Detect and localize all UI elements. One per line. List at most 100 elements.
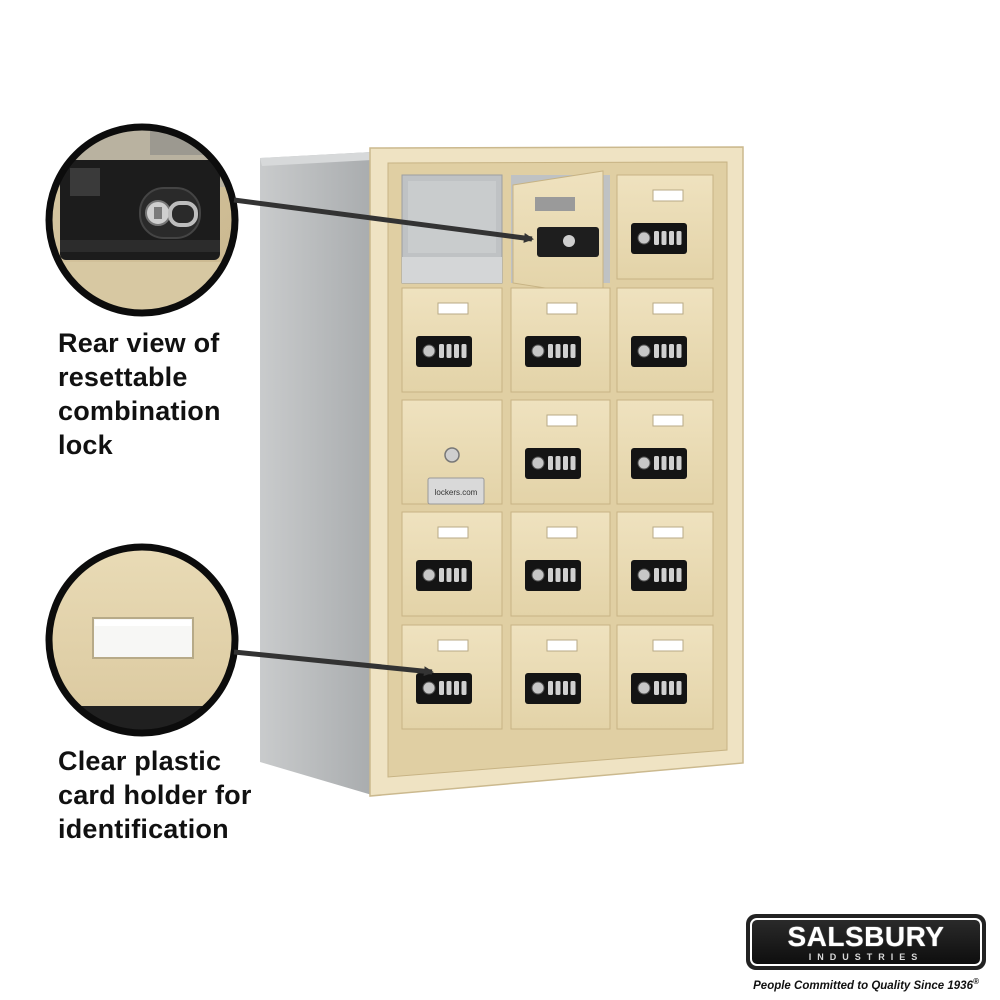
card-holder [546,639,578,652]
combination-dial [661,456,667,470]
combination-dial [570,681,576,695]
combination-dial [661,681,667,695]
lock-key-cylinder [637,568,651,582]
combination-dial [446,344,452,358]
lock-key-cylinder [422,681,436,695]
lock-key-cylinder [637,456,651,470]
card-callout-line-2: card holder for [58,780,252,810]
compartment-back-wall [408,181,496,253]
registered-mark: ® [972,977,979,986]
combination-dial [570,456,576,470]
combination-dial [563,681,568,695]
compartment-row4-col3 [616,511,714,617]
lock-detail-circle [45,123,239,317]
lock-key-cylinder [637,681,651,695]
lock-key-cylinder [531,681,545,695]
card-arrow [233,649,434,677]
nameplate [427,477,485,505]
brand-name: SALSBURY [787,920,945,952]
lock-key-cylinder [637,344,651,358]
combination-dial [661,344,667,358]
brand-sub: INDUSTRIES [808,951,924,962]
combination-dial [669,231,674,245]
combination-dial [555,344,561,358]
combination-dial [563,568,568,582]
brand-tagline: People Committed to Quality Since 1936® [746,977,986,992]
combination-dial [669,456,674,470]
combination-dial [661,231,667,245]
combination-dial [570,568,576,582]
card-holder [546,526,578,539]
combination-dial [461,681,467,695]
compartment-row1-col2 [511,170,610,298]
lock-key-cylinder [422,568,436,582]
card-holder [652,526,684,539]
combination-dial [555,456,561,470]
lock-key-cylinder [422,344,436,358]
compartment-floor [402,257,502,283]
combination-dial [661,568,667,582]
combination-dial [439,568,444,582]
combination-dial [555,568,561,582]
combination-dial [676,231,682,245]
combination-dial [676,456,682,470]
combination-dial [654,231,659,245]
combination-dial [548,344,553,358]
compartment-row5-col1 [401,624,503,730]
combination-dial [446,681,452,695]
combination-dial [439,344,444,358]
compartment-row2-col3 [616,287,714,393]
compartment-row1-col1 [401,174,503,284]
compartment-row2-col1 [401,287,503,393]
lock-callout-line-2: resettable [58,362,188,392]
master-key-lock [444,447,460,463]
lock-callout-text: Rear view of resettable combination lock [58,326,221,462]
combination-dial [454,681,459,695]
combination-dial [439,681,444,695]
compartment-row4-col1 [401,511,503,617]
card-holder-detail-circle [45,543,239,737]
lock-callout-line-1: Rear view of [58,328,220,358]
compartment-row5-col3 [616,624,714,730]
card-holder [652,189,684,202]
combination-dial [461,344,467,358]
combination-dial [446,568,452,582]
card-holder [546,414,578,427]
card-holder [437,302,469,315]
compartment-row3-col1: lockers.com [401,399,503,505]
card-holder [437,526,469,539]
card-callout-line-1: Clear plastic [58,746,222,776]
compartment-row4-col2 [510,511,611,617]
locker-side-edge [260,152,372,166]
compartment-row2-col2 [510,287,611,393]
compartment-row3-col3 [616,399,714,505]
nameplate-text: lockers.com [435,488,478,497]
combination-dial [454,344,459,358]
combination-dial [654,681,659,695]
salsbury-logo: SALSBURY INDUSTRIES [746,914,986,970]
combination-dial [669,568,674,582]
combination-dial [654,568,659,582]
card-callout-line-3: identification [58,814,229,844]
lock-key-cylinder [531,456,545,470]
card-holder [652,639,684,652]
combination-dial [669,681,674,695]
combination-dial [676,344,682,358]
card-holder [652,414,684,427]
compartment-row5-col2 [510,624,611,730]
locker-side-panel [260,152,372,795]
lock-arrow [233,197,534,243]
lock-keyhole [563,235,575,247]
lock-key-cylinder [531,568,545,582]
combination-dial [461,568,467,582]
combination-dial [570,344,576,358]
lock-key-cylinder [637,231,651,245]
combination-dial [548,456,553,470]
compartment-row1-col3 [616,174,714,280]
combination-dial [548,568,553,582]
combination-dial [563,344,568,358]
lock-callout-line-3: combination [58,396,221,426]
compartment-row3-col2 [510,399,611,505]
combination-dial [654,344,659,358]
